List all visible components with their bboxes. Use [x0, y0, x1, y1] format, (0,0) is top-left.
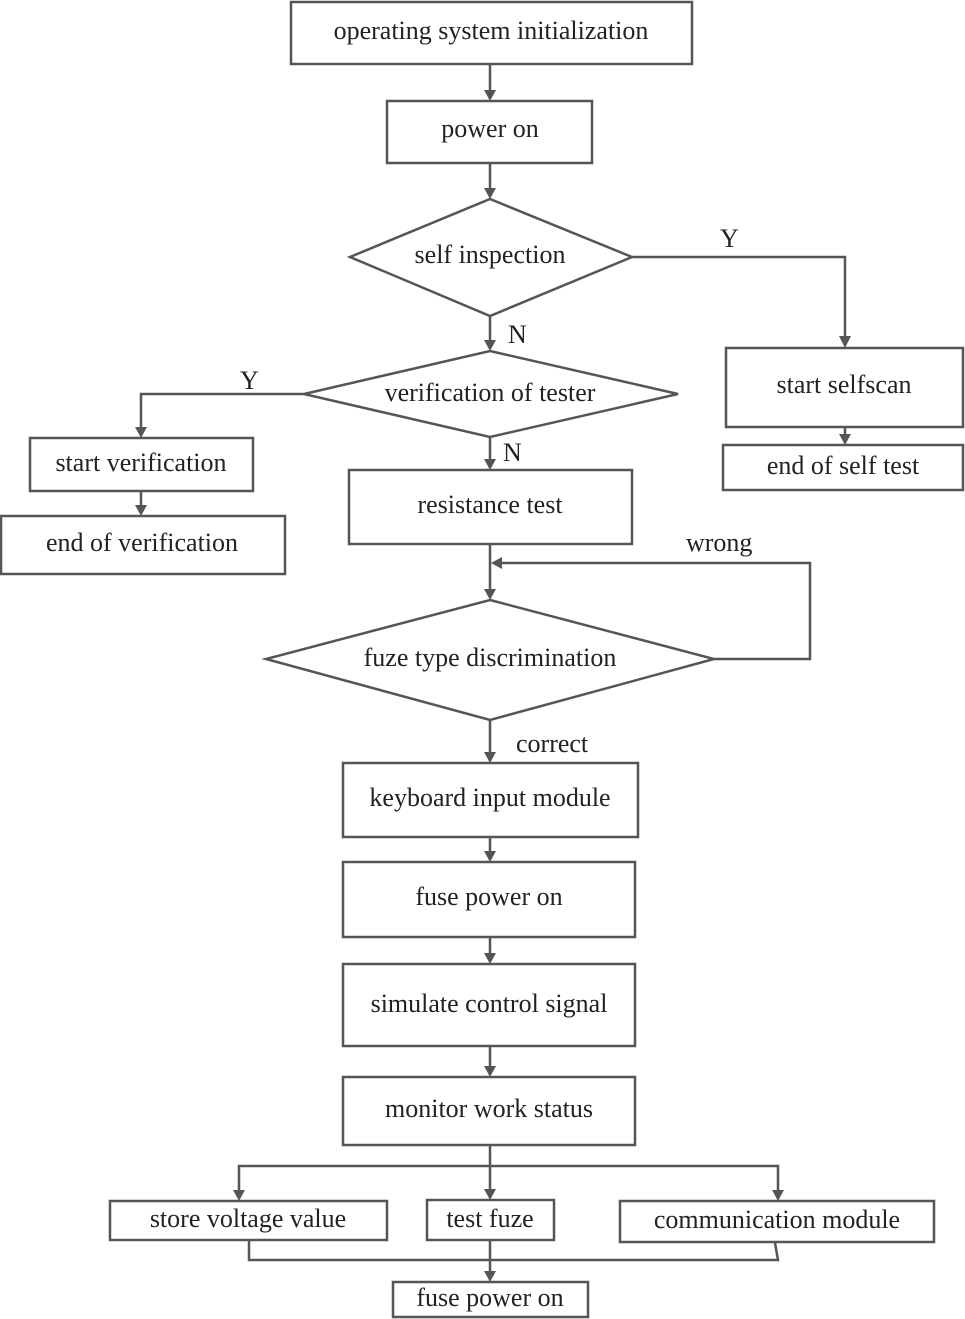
- arrowhead: [491, 557, 502, 569]
- node-label: store voltage value: [150, 1204, 346, 1233]
- label-fuze-correct: correct: [516, 729, 589, 758]
- node-os-init: operating system initialization: [289, 0, 694, 66]
- arrowhead: [484, 90, 496, 101]
- node-store-voltage-value: store voltage value: [108, 1199, 389, 1242]
- node-keyboard-input: keyboard input module: [341, 761, 640, 839]
- node-resistance-test: resistance test: [347, 468, 634, 546]
- edge-inspection-yes: [632, 255, 847, 336]
- node-label: fuse power on: [416, 1283, 563, 1312]
- label-self-inspection-yes: Y: [720, 224, 739, 253]
- node-end-self-test: end of self test: [721, 443, 965, 492]
- arrowhead: [484, 1189, 496, 1200]
- arrowhead: [839, 336, 851, 348]
- node-label: start verification: [55, 448, 226, 477]
- decision-self-inspection: self inspection: [346, 197, 636, 318]
- edge-split-bar: [237, 1164, 780, 1190]
- edge-fuze-wrong-loop: [502, 561, 812, 661]
- arrowhead: [839, 434, 851, 445]
- node-start-selfscan: start selfscan: [724, 346, 965, 429]
- node-simulate-control-signal: simulate control signal: [341, 962, 637, 1048]
- node-end-verification: end of verification: [0, 514, 287, 576]
- node-label: end of self test: [767, 451, 920, 480]
- node-start-verification: start verification: [28, 436, 255, 493]
- arrowhead: [484, 953, 496, 964]
- arrowhead: [135, 427, 147, 438]
- node-label: operating system initialization: [334, 16, 649, 45]
- label-fuze-wrong: wrong: [686, 528, 752, 557]
- node-label: test fuze: [446, 1204, 533, 1233]
- decision-label: fuze type discrimination: [364, 643, 617, 672]
- decision-verification-of-tester: verification of tester: [303, 349, 679, 439]
- node-label: keyboard input module: [369, 783, 610, 812]
- arrowhead: [772, 1190, 784, 1201]
- arrowhead: [484, 752, 496, 763]
- label-verification-no: N: [503, 438, 522, 467]
- arrowhead: [484, 340, 496, 351]
- node-power-on: power on: [385, 99, 594, 165]
- edge-verification-yes: [139, 392, 304, 427]
- node-fuse-power-on-final: fuse power on: [391, 1280, 590, 1319]
- node-label: start selfscan: [776, 370, 911, 399]
- node-monitor-work-status: monitor work status: [341, 1075, 637, 1147]
- decision-fuze-type: fuze type discrimination: [261, 598, 719, 722]
- decision-label: verification of tester: [385, 378, 596, 407]
- node-label: simulate control signal: [371, 989, 608, 1018]
- decision-label: self inspection: [415, 240, 566, 269]
- node-communication-module: communication module: [618, 1199, 936, 1244]
- arrowhead: [484, 1066, 496, 1077]
- arrowhead: [135, 505, 147, 516]
- arrowhead: [484, 459, 496, 470]
- label-verification-yes: Y: [240, 366, 259, 395]
- arrowhead: [233, 1190, 245, 1201]
- arrowhead: [484, 851, 496, 862]
- arrowhead: [484, 188, 496, 199]
- node-label: communication module: [654, 1205, 900, 1234]
- node-label: power on: [441, 114, 538, 143]
- node-label: resistance test: [417, 490, 563, 519]
- label-self-inspection-no: N: [508, 320, 527, 349]
- node-fuse-power-on: fuse power on: [341, 860, 637, 939]
- edge-merge-bar: [247, 1240, 780, 1262]
- node-test-fuze: test fuze: [425, 1198, 556, 1242]
- node-label: monitor work status: [385, 1094, 593, 1123]
- node-label: end of verification: [46, 528, 238, 557]
- arrowhead: [484, 1271, 496, 1282]
- node-label: fuse power on: [415, 882, 562, 911]
- arrowhead: [484, 589, 496, 600]
